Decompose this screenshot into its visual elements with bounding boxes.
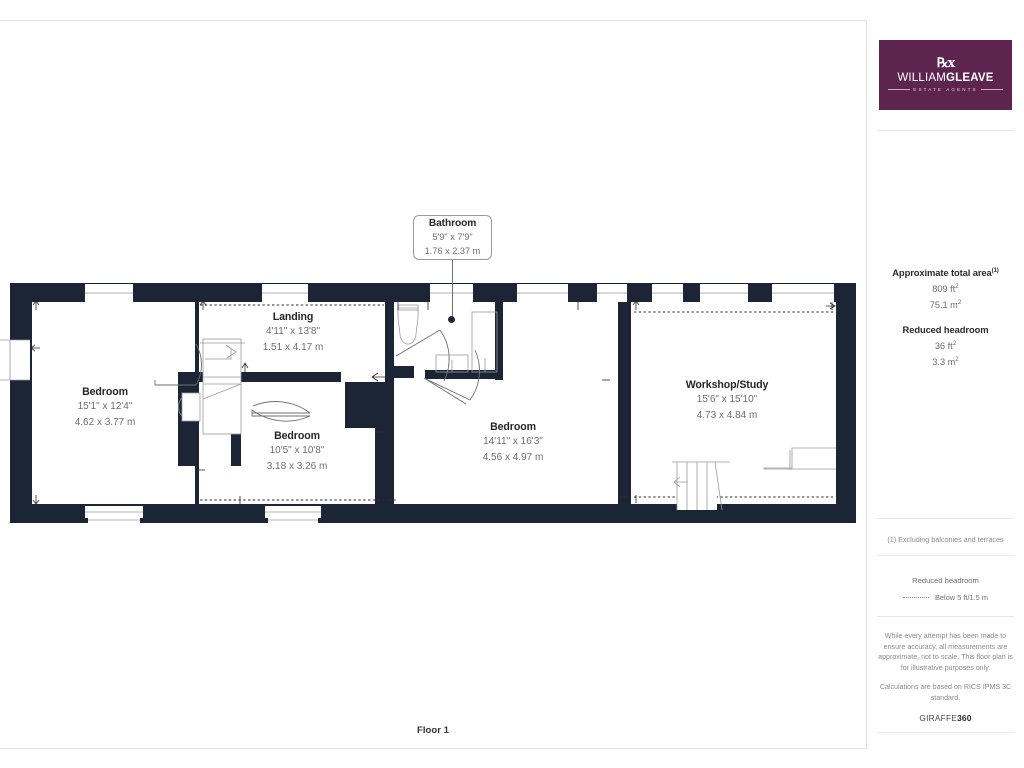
room-dim-imperial-landing: 4'11" x 13'8" — [265, 326, 321, 337]
bathroom-leader-line — [452, 260, 453, 318]
approx-total-area-ft-text: 809 ft — [932, 284, 956, 295]
logo-name-first: WILLIAM — [897, 72, 947, 85]
approx-total-area-m-text: 75.1 m — [929, 300, 958, 311]
legend-item-label: Below 5 ft/1.5 m — [935, 593, 988, 602]
logo-rule-left — [888, 88, 911, 90]
windows-top — [85, 284, 834, 302]
room-name-workshop-study: Workshop/Study — [685, 379, 769, 391]
reduced-headroom-markers — [200, 304, 834, 501]
bathroom-fixtures — [397, 304, 498, 373]
room-name-bedroom-small: Bedroom — [274, 430, 320, 442]
approx-total-area-ft-sup: 2 — [955, 283, 959, 290]
legend-title: Reduced headroom — [912, 576, 979, 585]
frame-bottom-line — [0, 748, 1024, 749]
room-dim-metric-bathroom: 1.76 x 2.37 m — [424, 246, 481, 256]
floor-label: Floor 1 — [417, 725, 449, 736]
logo-tagline-wrap: ESTATE AGENTS — [888, 86, 1003, 92]
room-dim-imperial-workshop-study: 15'6" x 15'10" — [696, 394, 758, 405]
reduced-headroom-m-text: 3.3 m — [932, 357, 956, 368]
approx-total-area-title-text: Approximate total area — [892, 267, 992, 278]
room-label-bedroom-small: Bedroom 10'5" x 10'8" 3.18 x 3.26 m — [197, 430, 397, 473]
sidebar-divider-3 — [877, 555, 1014, 556]
floorplan-svg: .wall { fill: #1C2536; } .room { fill: #… — [0, 283, 856, 523]
logo-name-last: GLEAVE — [946, 72, 994, 85]
legend-row-reduced-headroom: Below 5 ft/1.5 m — [867, 593, 1024, 602]
area-footnote: (1) Excluding balconies and terraces — [887, 535, 1004, 544]
room-dim-metric-bedroom-middle: 4.56 x 4.97 m — [482, 451, 544, 463]
room-name-bedroom-left: Bedroom — [82, 386, 128, 398]
logo-rule-right — [980, 88, 1003, 90]
logo-monogram-icon: ℞x — [936, 56, 955, 72]
bathroom-leader-dot — [448, 316, 455, 323]
room-label-bedroom-left: Bedroom 15'1" x 12'4" 4.62 x 3.77 m — [5, 386, 205, 429]
disclaimer-text: While every attempt has been made to ens… — [878, 632, 1013, 672]
approx-total-area-m: 75.1 m2 — [867, 299, 1024, 310]
reduced-headroom-m: 3.3 m2 — [867, 356, 1024, 367]
building-walls — [10, 283, 856, 523]
bedroom-fixture-left — [178, 392, 201, 422]
provider-suffix: 360 — [957, 713, 972, 723]
room-name-bathroom: Bathroom — [428, 218, 477, 229]
logo-tagline: ESTATE AGENTS — [913, 86, 978, 92]
reduced-headroom-block: Reduced headroom 36 ft2 3.3 m2 — [867, 324, 1024, 367]
room-dim-imperial-bedroom-middle: 14'11" x 16'3" — [483, 436, 543, 447]
doors — [154, 329, 480, 422]
calculation-standard-note: Calculations are based on RICS IPMS 3C s… — [879, 683, 1012, 702]
logo-wordmark: WILLIAMGLEAVE — [897, 72, 993, 84]
room-dim-imperial-bedroom-small: 10'5" x 10'8" — [269, 445, 325, 456]
sidebar-divider-2 — [877, 518, 1014, 519]
floorplan-drawing: .wall { fill: #1C2536; } .room { fill: #… — [0, 215, 856, 736]
reduced-headroom-title: Reduced headroom — [902, 324, 989, 335]
approx-total-area-title: Approximate total area(1) — [867, 267, 1024, 278]
room-callout-bathroom: Bathroom 5'9" x 7'9" 1.76 x 2.37 m — [413, 215, 492, 260]
room-label-bedroom-middle: Bedroom 14'11" x 16'3" 4.56 x 4.97 m — [413, 421, 613, 464]
sidebar-divider-1 — [877, 130, 1014, 131]
approx-total-area-ft: 809 ft2 — [867, 283, 1024, 294]
approx-total-area-block: Approximate total area(1) 809 ft2 75.1 m… — [867, 267, 1024, 310]
frame-divider-line — [866, 20, 867, 749]
provider-name: GIRAFFE — [919, 713, 958, 723]
room-label-landing: Landing 4'11" x 13'8" 1.51 x 4.17 m — [193, 311, 393, 354]
room-dim-imperial-bedroom-left: 15'1" x 12'4" — [77, 401, 133, 412]
provider-branding: GIRAFFE360 — [867, 713, 1024, 723]
approx-total-area-m-sup: 2 — [957, 299, 962, 307]
room-dim-imperial-bathroom: 5'9" x 7'9" — [432, 232, 473, 242]
reduced-headroom-ft: 36 ft2 — [867, 340, 1024, 351]
window-left — [0, 339, 30, 381]
room-label-workshop-study: Workshop/Study 15'6" x 15'10" 4.73 x 4.8… — [627, 379, 827, 422]
room-dim-metric-landing: 1.51 x 4.17 m — [262, 341, 324, 353]
workshop-platform — [763, 447, 836, 470]
staircase-landing — [200, 338, 245, 435]
sidebar-divider-5 — [877, 732, 1014, 733]
sidebar-divider-4 — [877, 616, 1014, 617]
dimension-ticks — [30, 300, 836, 505]
room-dim-metric-workshop-study: 4.73 x 4.84 m — [696, 409, 758, 421]
room-dim-metric-bedroom-left: 4.62 x 3.77 m — [74, 416, 136, 428]
room-name-landing: Landing — [272, 311, 314, 323]
legend-dashed-line-icon — [903, 597, 929, 598]
frame-top-line — [0, 20, 1024, 21]
reduced-headroom-m-sup: 2 — [955, 356, 959, 364]
room-name-bedroom-middle: Bedroom — [490, 421, 536, 433]
reduced-headroom-ft-sup: 2 — [952, 340, 957, 347]
info-sidebar: ℞x WILLIAMGLEAVE ESTATE AGENTS Approxima… — [867, 20, 1024, 749]
approx-total-area-footnote-marker: (1) — [991, 267, 999, 274]
staircase-workshop — [672, 460, 730, 511]
bay-windows-bottom — [85, 506, 321, 523]
brand-logo: ℞x WILLIAMGLEAVE ESTATE AGENTS — [879, 40, 1012, 110]
reduced-headroom-ft-text: 36 ft — [934, 341, 953, 352]
room-dim-metric-bedroom-small: 3.18 x 3.26 m — [266, 460, 328, 472]
